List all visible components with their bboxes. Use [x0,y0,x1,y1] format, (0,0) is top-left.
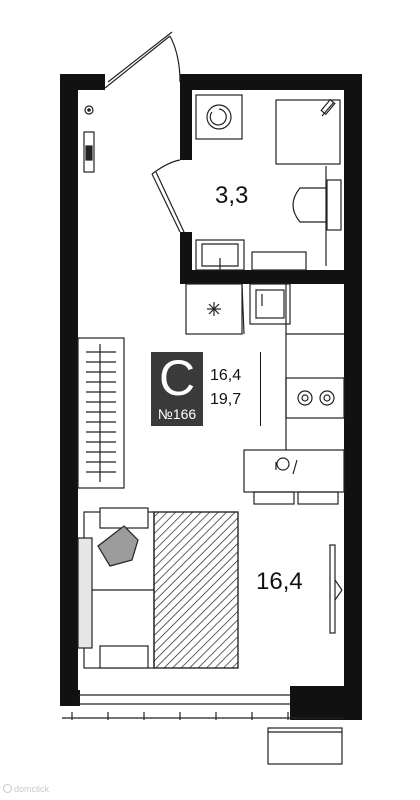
watermark-text: domclick [14,784,50,794]
total-area-value: 19,7 [210,391,242,408]
bed [77,507,239,669]
window-right [329,544,343,634]
balcony [62,694,344,765]
wall-top-right [180,74,362,90]
washing-machine [195,94,243,140]
apartment-type-badge: C №166 [151,352,203,426]
radiator [77,337,125,489]
watermark: domclick [3,784,49,794]
wall-bath-bottom [180,270,362,284]
wall-bottom-left [60,690,80,706]
apartment-type-letter: C [158,350,196,406]
electrical-panel [83,105,95,173]
toilet [292,166,342,266]
watermark-logo-icon [3,784,12,793]
exterior-walls [60,74,362,720]
living-area-value: 16,4 [210,367,242,384]
bathroom-sink [195,239,307,271]
wall-right [344,74,362,720]
wall-bath-left [180,74,192,160]
dining-table [243,449,345,505]
bathroom-area-label: 3,3 [215,182,249,209]
area-stats: 16,4 19,7 [206,352,261,426]
pillow [97,525,139,567]
entrance-door [104,31,181,89]
wall-top-left [60,74,105,90]
apartment-number: №166 [157,406,197,422]
living-area-label: 16,4 [256,568,303,595]
kitchen-counter [185,283,345,450]
bathroom-door [151,159,185,233]
wall-bottom-right [290,686,362,720]
wall-left [60,74,78,706]
shower [275,98,341,165]
